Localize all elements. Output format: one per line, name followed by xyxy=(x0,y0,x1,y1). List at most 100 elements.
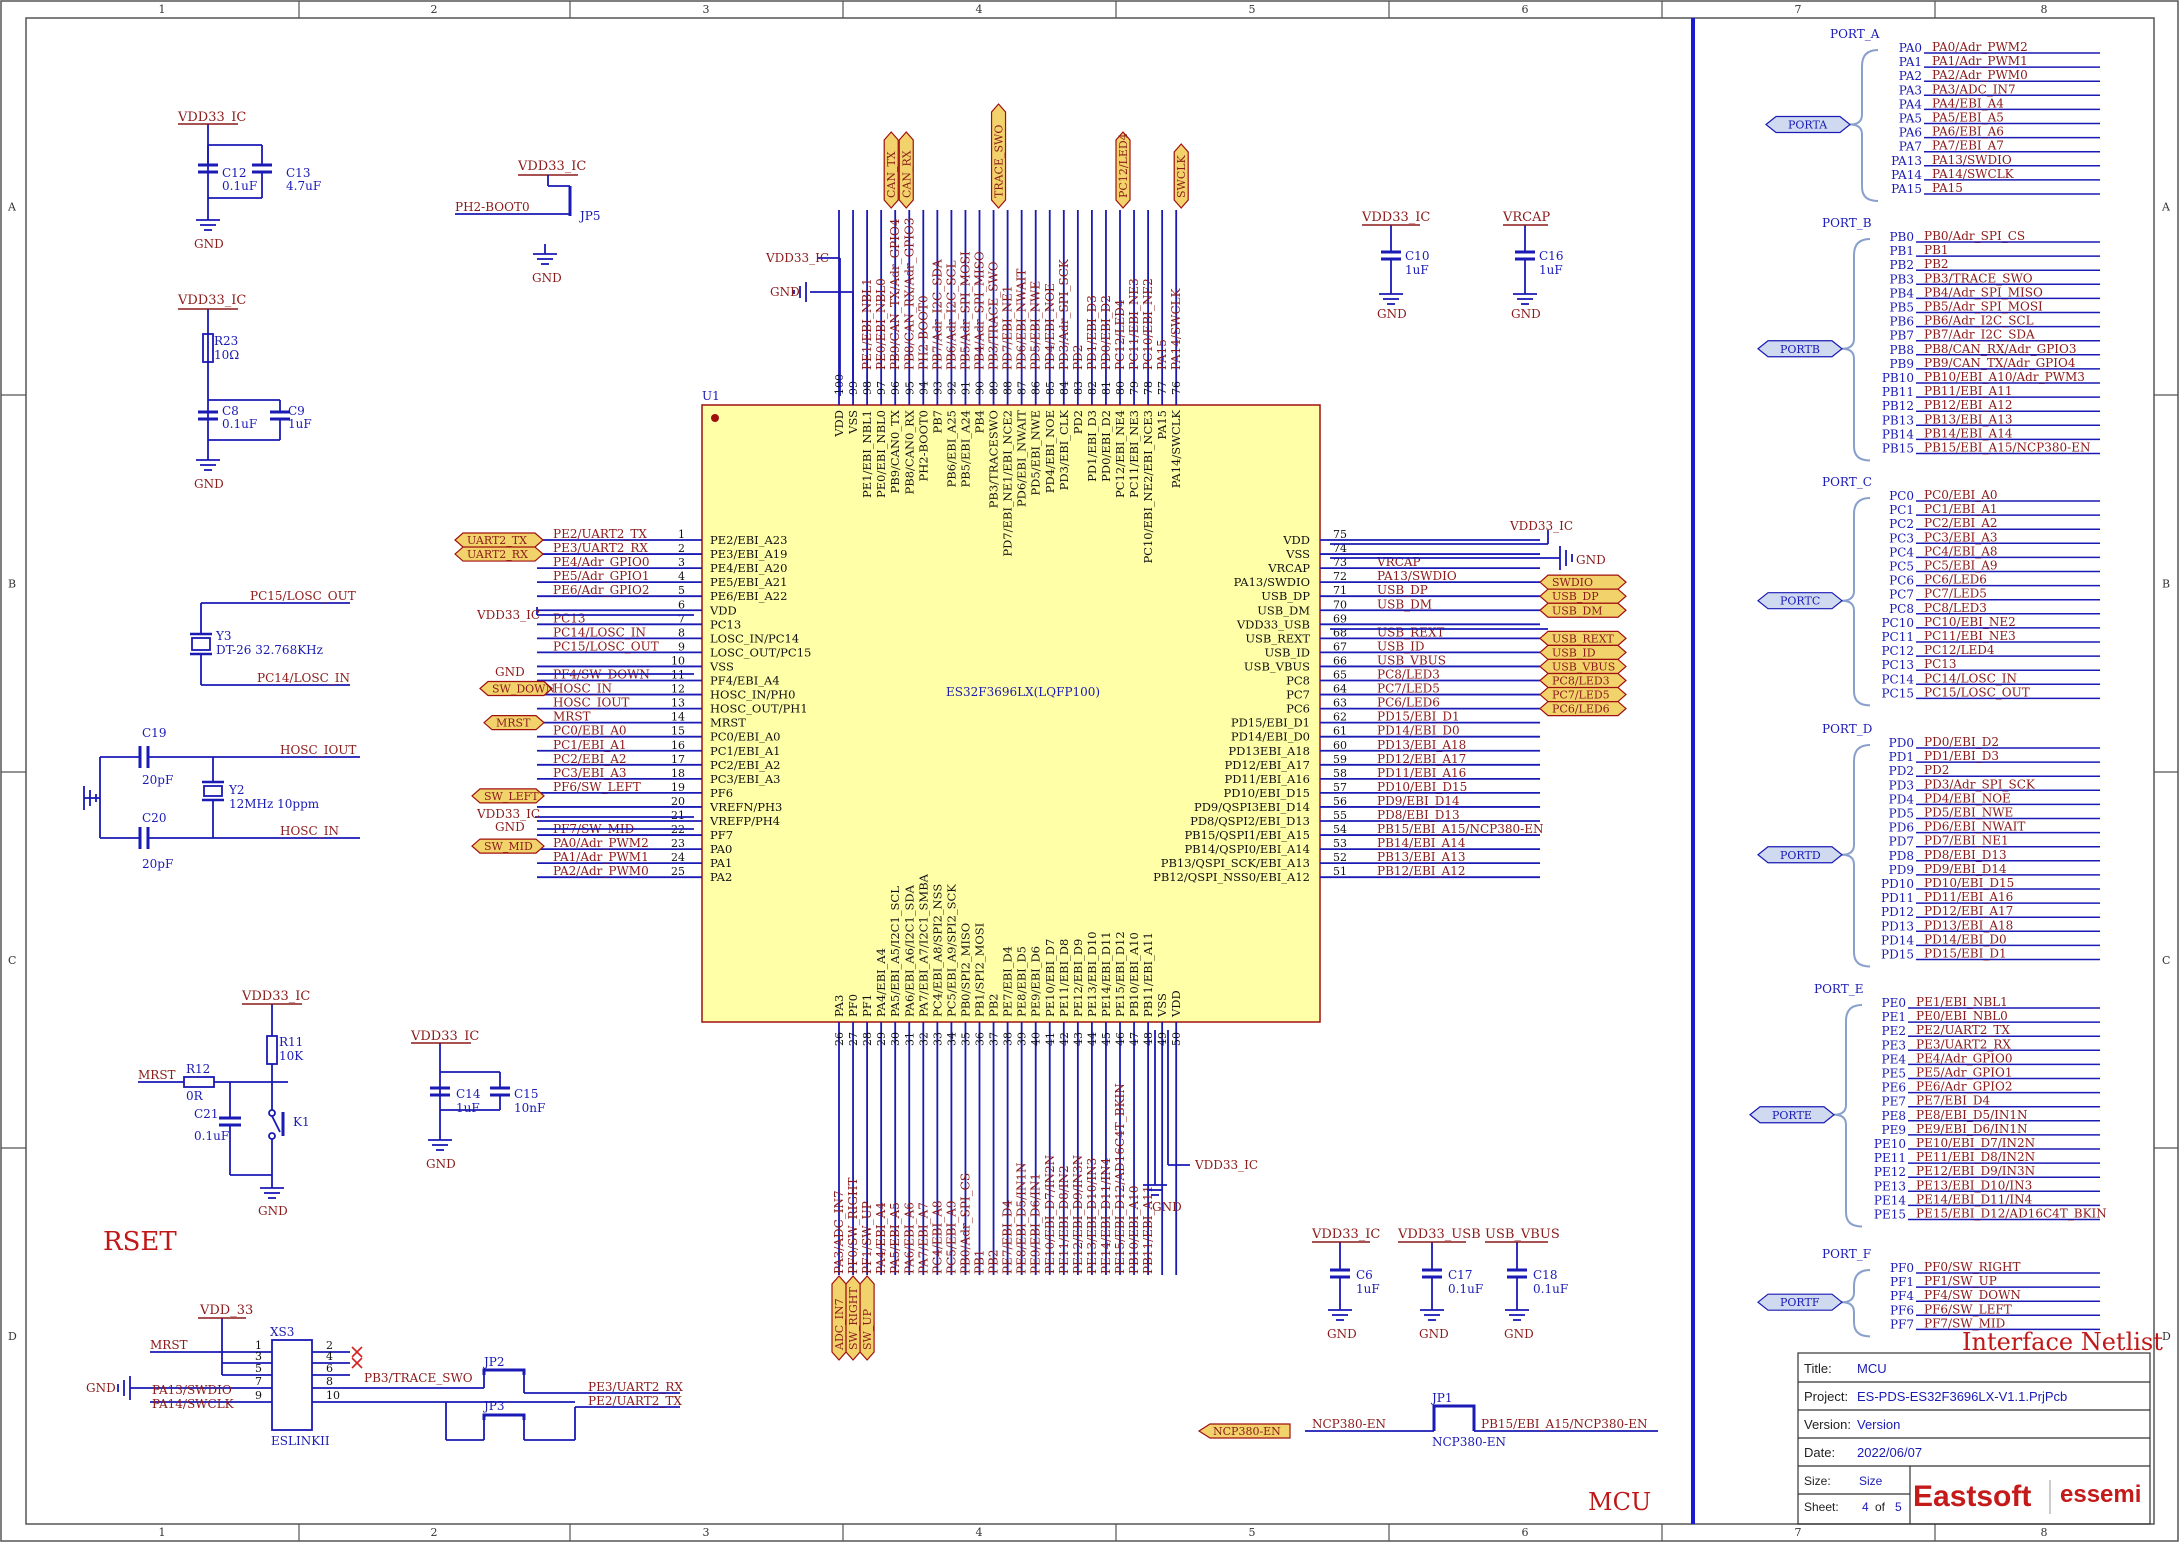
port-pin-name: PA4 xyxy=(1899,97,1923,111)
bottom-pin-name: PE7/EBI_D4 xyxy=(1001,946,1015,1017)
bottom-pin-net: PE15/EBI_D12/AD16C4T_BKIN xyxy=(1113,1083,1127,1274)
jp1-jumper xyxy=(1305,1404,1658,1432)
right-pin-number: 56 xyxy=(1333,795,1347,808)
port-flag-label: PORTF xyxy=(1780,1296,1820,1309)
port-pin-net: PD13/EBI_A18 xyxy=(1924,918,2013,932)
bottom-pin-number: 39 xyxy=(1016,1032,1029,1046)
top-pin-number: 87 xyxy=(1016,381,1029,395)
port-pin-net: PB3/TRACE_SWO xyxy=(1924,271,2033,285)
port-pin-net: PA5/EBI_A5 xyxy=(1932,111,2004,125)
port-pin-name: PF4 xyxy=(1890,1289,1914,1303)
right-pin-net: PD11/EBI_A16 xyxy=(1377,766,1466,780)
port-pin-net: PB4/Adr_SPI_MISO xyxy=(1924,285,2043,299)
top-pin-net: PA15 xyxy=(1155,339,1169,370)
xs3-pa13-net: PA13/SWDIO xyxy=(152,1383,232,1397)
flag-right-6-text: PC8/LED3 xyxy=(1552,675,1610,688)
bottom-pin-net: PF1/SW_UP xyxy=(860,1201,874,1274)
flag-sw-up xyxy=(859,1275,875,1361)
top-pin-name: PD2 xyxy=(1071,410,1085,434)
flag-right-7-text: PC7/LED5 xyxy=(1552,689,1610,702)
port-pin-net: PB9/CAN_TX/Adr_GPIO4 xyxy=(1924,356,2076,370)
flag-sw-mid xyxy=(471,838,545,854)
right-pin-name: USB_DM xyxy=(1257,603,1310,617)
port-pin-name: PA15 xyxy=(1891,182,1922,196)
right-pin-number: 72 xyxy=(1333,570,1347,583)
gnd-label-6: GND xyxy=(1377,307,1407,321)
bottom-pin-number: 48 xyxy=(1142,1032,1155,1046)
left-pin-net: PE4/Adr_GPIO0 xyxy=(553,555,649,569)
right-pin-name: PD10/EBI_D15 xyxy=(1224,786,1310,800)
right-pin-number: 64 xyxy=(1333,683,1347,696)
port-pin-name: PE13 xyxy=(1874,1179,1906,1193)
port-pin-name: PD9 xyxy=(1889,863,1914,877)
top-pin-net: PB5/Adr_SPI_MOSI xyxy=(958,251,972,370)
right-pin-name: VRCAP xyxy=(1267,561,1310,575)
bottom-pin-net: PB10/EBI_A10 xyxy=(1127,1186,1141,1274)
top-pin-number: 98 xyxy=(861,381,874,395)
column-marker-bottom-7: 7 xyxy=(1795,1526,1802,1539)
column-marker-3: 3 xyxy=(703,3,710,16)
flag-mrst-text: MRST xyxy=(496,717,531,730)
top-pin-net: PD3/Adr_SPI_SCK xyxy=(1057,258,1071,370)
c18-value: 0.1uF xyxy=(1533,1282,1568,1296)
rset-title: RSET xyxy=(103,1227,177,1257)
right-pin-number: 75 xyxy=(1333,528,1347,541)
bottom-pin-number: 27 xyxy=(847,1032,860,1046)
port-pin-net: PB15/EBI_A15/NCP380-EN xyxy=(1924,441,2090,455)
flag-uart2-tx-text: UART2_TX xyxy=(467,534,527,547)
left-pin-name: VDD xyxy=(709,603,737,617)
bottom-pin-name: PE8/EBI_D5 xyxy=(1015,946,1029,1017)
flag-sw-mid-text: SW_MID xyxy=(484,840,533,853)
pb15-ncp-net: PB15/EBI_A15/NCP380-EN xyxy=(1481,1417,1647,1431)
port-pin-name: PE0 xyxy=(1882,996,1906,1010)
port-pin-net: PB6/Adr_I2C_SCL xyxy=(1924,314,2034,328)
k1-ref: K1 xyxy=(293,1115,310,1129)
left-pin-net: PC13 xyxy=(553,611,586,625)
left-pin-net: PC15/LOSC_OUT xyxy=(553,639,659,653)
vdd33-ic-label-6: VDD33_IC xyxy=(1361,210,1430,225)
ph2-boot0-net: PH2-BOOT0 xyxy=(455,200,530,214)
right-pin-number: 69 xyxy=(1333,612,1347,625)
top-pin-name: PH2-BOOT0 xyxy=(916,410,930,481)
sheet-title-mcu: MCU xyxy=(1588,1488,1651,1516)
right-pin-name: PC8 xyxy=(1286,674,1310,688)
port-pin-net: PD5/EBI_NWE xyxy=(1924,806,2013,820)
xs3-pin-1: 1 xyxy=(255,1339,262,1352)
left-pin-net: PE6/Adr_GPIO2 xyxy=(553,583,649,597)
port-title-port_c: PORT_C xyxy=(1822,475,1872,489)
bottom-pin-number: 43 xyxy=(1072,1032,1085,1046)
top-pin-net: PD2 xyxy=(1071,345,1085,370)
left-pin-number: 16 xyxy=(671,739,685,752)
port-pin-net: PB11/EBI_A11 xyxy=(1924,384,2012,398)
bottom-pin-number: 33 xyxy=(931,1032,944,1046)
port-title-port_d: PORT_D xyxy=(1822,722,1872,736)
gnd-label-3: GND xyxy=(532,271,562,285)
jp1-value: NCP380-EN xyxy=(1432,1435,1506,1449)
port-pin-net: PA3/ADC_IN7 xyxy=(1932,82,2016,96)
top-pin-net: PC10/EBI_NE2 xyxy=(1141,278,1155,370)
c8-value: 0.1uF xyxy=(222,417,257,431)
row-marker-A: A xyxy=(7,201,17,214)
tb-sheet-value: 4 xyxy=(1862,1500,1869,1514)
left-pin-net: PE2/UART2_TX xyxy=(553,527,647,541)
flag-trace-swo-text: TRACE_SWO xyxy=(993,125,1006,198)
flag-right-0-text: SWDIO xyxy=(1552,576,1593,589)
top-pin-number: 92 xyxy=(945,381,958,395)
left-pin-net: PA2/Adr_PWM0 xyxy=(553,864,649,878)
port-pin-net: PA13/SWDIO xyxy=(1932,153,2012,167)
port-pin-name: PB2 xyxy=(1889,258,1914,272)
right-pin-net: PC6/LED6 xyxy=(1377,696,1440,710)
row-marker-C: C xyxy=(8,954,16,967)
top-pin-name: PB7 xyxy=(930,410,944,434)
bottom-pin-name: PE13/EBI_D10 xyxy=(1085,931,1099,1017)
port-pin-name: PE15 xyxy=(1874,1208,1906,1222)
port-pin-net: PC14/LOSC_IN xyxy=(1924,671,2017,685)
tb-sheet-label: Sheet: xyxy=(1804,1500,1839,1514)
port-pin-name: PB11 xyxy=(1882,385,1914,399)
bottom-pin-number: 41 xyxy=(1044,1032,1057,1046)
hosc-iout-net: HOSC_IOUT xyxy=(280,743,356,757)
